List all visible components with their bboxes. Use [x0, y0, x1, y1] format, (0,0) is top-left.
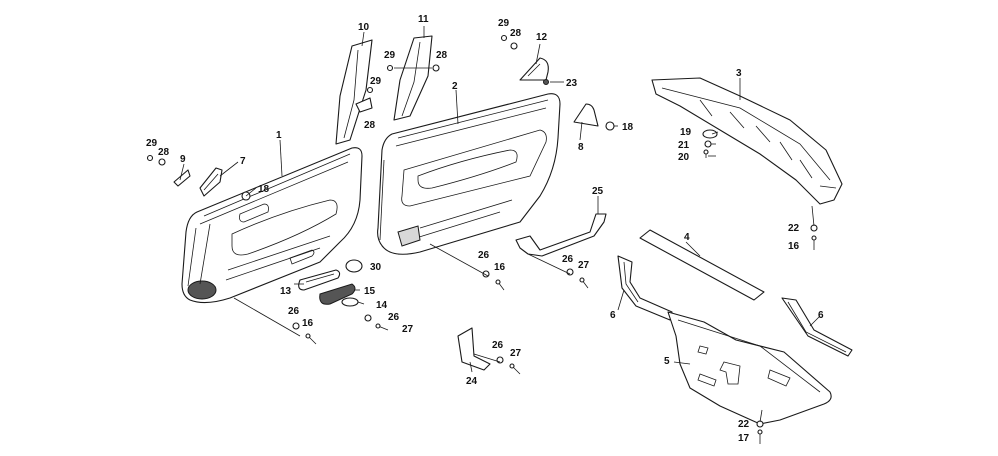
small-trim-7 [199, 167, 223, 197]
bracket-24 [457, 327, 491, 371]
callout-3: 3 [736, 68, 742, 79]
callout-14: 14 [376, 300, 388, 311]
weatherstrip-6-left [617, 255, 673, 321]
callout-27-front: 27 [402, 324, 414, 335]
callout-1: 1 [276, 130, 282, 141]
callout-29-top: 29 [498, 18, 510, 29]
weatherstrip-6-right [781, 297, 853, 357]
callout-25: 25 [592, 186, 604, 197]
pillar-bracket [355, 97, 373, 113]
callout-21: 21 [678, 140, 690, 151]
callout-20: 20 [678, 152, 690, 163]
callout-28-pillar-a: 28 [436, 50, 448, 61]
screw-17 [757, 429, 763, 444]
callout-26-bracket: 26 [492, 340, 504, 351]
mirror-corner-trim [519, 57, 549, 81]
callout-13: 13 [280, 286, 292, 297]
scuff-panel-5 [667, 311, 832, 425]
callout-26-rear-b: 26 [562, 254, 574, 265]
front-door-trim-panel [181, 147, 363, 304]
callout-29-pillar-a: 29 [384, 50, 396, 61]
quarter-trim-triangle [573, 103, 599, 127]
callout-22-upper: 22 [788, 223, 800, 234]
callout-28-top: 28 [510, 28, 522, 39]
callout-labels: 1 2 3 4 5 6 6 7 8 9 10 11 12 13 14 15 16… [146, 14, 824, 444]
pillar-trim-11 [393, 35, 433, 121]
callout-7: 7 [240, 156, 246, 167]
pillar-trim-10 [335, 39, 373, 145]
callout-11: 11 [418, 14, 429, 25]
inner-handle-15 [319, 283, 356, 305]
clip-18-rear [605, 121, 615, 131]
callout-16-front: 16 [302, 318, 314, 329]
rear-door-trim-panel [377, 93, 561, 255]
callout-6-left: 6 [610, 310, 616, 321]
plug-30 [345, 259, 363, 273]
callout-2: 2 [452, 81, 458, 92]
callout-22-lower: 22 [738, 419, 750, 430]
callout-16-right: 16 [788, 241, 800, 252]
screw-20 [703, 149, 709, 158]
callout-6-right: 6 [818, 310, 824, 321]
fastener-set-top [146, 34, 518, 166]
callout-4: 4 [684, 232, 690, 243]
callout-29-pillar-b: 29 [370, 76, 382, 87]
callout-5: 5 [664, 356, 670, 367]
callout-23: 23 [566, 78, 578, 89]
rear-shelf-trim [651, 77, 843, 205]
callout-26-rear-a: 26 [478, 250, 490, 261]
small-trim-9 [173, 169, 191, 187]
sill-strip-4 [639, 229, 765, 301]
callout-26-front-a: 26 [288, 306, 300, 317]
fastener-set-front [292, 314, 389, 345]
handle-cover-14 [341, 297, 359, 307]
callout-24: 24 [466, 376, 478, 387]
callout-12: 12 [536, 32, 548, 43]
callout-15: 15 [364, 286, 376, 297]
leader-lines [179, 26, 821, 423]
callout-28-pillar-b: 28 [364, 120, 376, 131]
callout-18-front: 18 [258, 184, 270, 195]
callout-26-front-b: 26 [388, 312, 400, 323]
callout-18-rear: 18 [622, 122, 634, 133]
callout-30: 30 [370, 262, 382, 273]
callout-8: 8 [578, 142, 584, 153]
callout-16-rear: 16 [494, 262, 506, 273]
clip-19 [702, 129, 718, 139]
callout-29-front: 29 [146, 138, 158, 149]
callout-27-bracket: 27 [510, 348, 522, 359]
clip-21 [704, 140, 712, 148]
bracket-25 [515, 213, 607, 257]
callout-17: 17 [738, 433, 750, 444]
callout-10: 10 [358, 22, 370, 33]
callout-28-front: 28 [158, 147, 170, 158]
screw-16-upper [811, 235, 817, 250]
callout-27-rear: 27 [578, 260, 590, 271]
fastener-set-rear [482, 268, 589, 375]
callout-19: 19 [680, 127, 692, 138]
handle-bezel-13 [298, 269, 341, 291]
clip-23 [543, 79, 549, 85]
callout-9: 9 [180, 154, 186, 165]
